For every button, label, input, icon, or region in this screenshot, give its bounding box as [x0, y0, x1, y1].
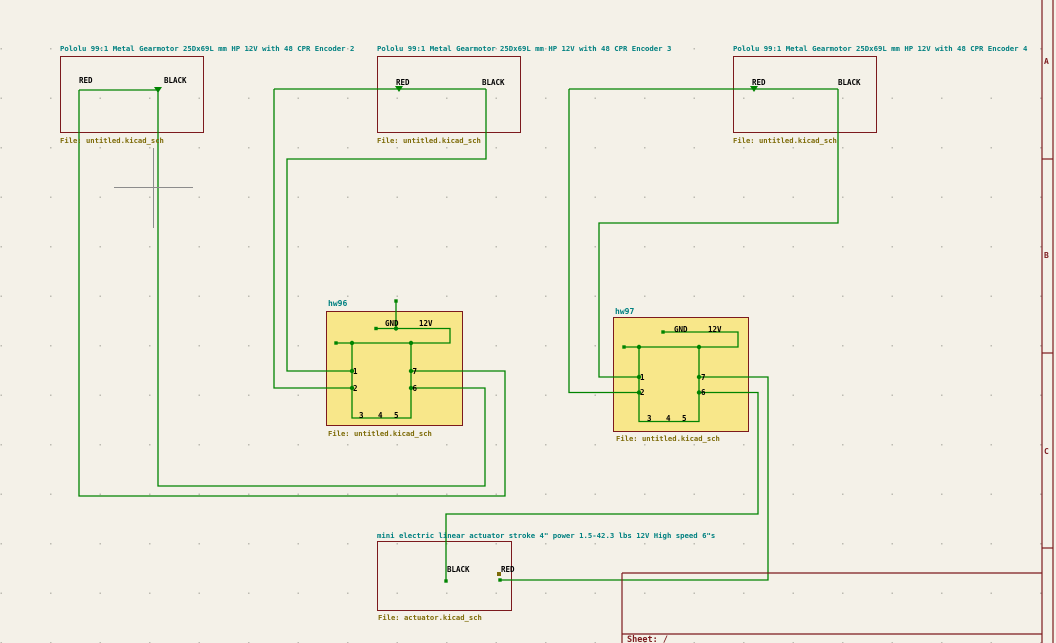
sheet-title[interactable]: Pololu 99:1 Metal Gearmotor 25Dx69L mm H…	[377, 44, 672, 53]
sheet-title[interactable]: Pololu 99:1 Metal Gearmotor 25Dx69L mm H…	[733, 44, 1028, 53]
net-label-gnd[interactable]: GND	[674, 325, 688, 334]
net-label-1[interactable]: 1	[640, 373, 645, 382]
wire-hw97-internal[interactable]	[624, 331, 739, 423]
net-label-1[interactable]: 1	[353, 367, 358, 376]
sheet-file-label[interactable]: File: untitled.kicad_sch	[328, 429, 432, 438]
sheet-name-hw96[interactable]: hw96	[328, 299, 348, 308]
actuator-red-pin-marker	[497, 572, 501, 576]
net-label-2[interactable]: 2	[640, 388, 645, 397]
net-label-5[interactable]: 5	[394, 411, 399, 420]
title-block	[621, 572, 1042, 643]
net-label-4[interactable]: 4	[666, 414, 671, 423]
sheet-encoder2-box[interactable]	[60, 56, 204, 133]
sheet-actuator-box[interactable]	[377, 541, 512, 611]
wire-hw97-p7-actuator-red[interactable]	[500, 376, 769, 581]
sheet-name-hw97[interactable]: hw97	[615, 307, 635, 316]
sheet-hw97-box[interactable]	[613, 317, 749, 432]
pin-label-black[interactable]: BLACK	[482, 78, 505, 87]
sheet-file-label[interactable]: File: untitled.kicad_sch	[733, 136, 837, 145]
crosshair-cursor	[114, 148, 193, 228]
sheet-pin-markers	[154, 86, 758, 93]
net-label-6[interactable]: 6	[701, 388, 706, 397]
frame-row-label-a: A	[1044, 57, 1049, 66]
net-label-12v[interactable]: 12V	[708, 325, 722, 334]
sheet-encoder3-box[interactable]	[377, 56, 521, 133]
wire-encoder4-black-hw97-p1[interactable]	[598, 89, 839, 378]
wire-encoder4-red-hw97-p2[interactable]	[568, 88, 838, 394]
sheet-file-label[interactable]: File: actuator.kicad_sch	[378, 613, 482, 622]
wire-encoder3-red-hw96-p2[interactable]	[273, 88, 486, 389]
sheet-file-label[interactable]: File: untitled.kicad_sch	[377, 136, 481, 145]
net-label-3[interactable]: 3	[647, 414, 652, 423]
pin-label-red[interactable]: RED	[501, 565, 515, 574]
net-label-6[interactable]: 6	[412, 384, 418, 393]
title-block-sheet-label: Sheet: /	[627, 635, 668, 643]
net-label-7[interactable]: 7	[701, 373, 706, 382]
wire-hw97-p6-actuator-black[interactable]	[445, 391, 759, 582]
net-label-7[interactable]: 7	[412, 367, 418, 376]
wire-encoder2-black-hw96-p6[interactable]	[157, 90, 486, 487]
pin-label-red[interactable]: RED	[396, 78, 410, 87]
pin-label-red[interactable]: RED	[752, 78, 766, 87]
sheet-encoder4-box[interactable]	[733, 56, 877, 133]
pin-label-black[interactable]: BLACK	[838, 78, 861, 87]
net-label-4[interactable]: 4	[378, 411, 383, 420]
sheet-title[interactable]: Pololu 99:1 Metal Gearmotor 25Dx69L mm H…	[60, 44, 355, 53]
wire-end-squares	[334, 299, 665, 583]
net-label-2[interactable]: 2	[353, 384, 358, 393]
sheet-file-label[interactable]: File: untitled.kicad_sch	[616, 434, 720, 443]
sheet-title[interactable]: mini electric linear actuator stroke 4" …	[377, 531, 716, 540]
frame-row-label-c: C	[1044, 447, 1049, 456]
wire-hw96-internal[interactable]	[336, 301, 451, 419]
pin-label-black[interactable]: BLACK	[447, 565, 470, 574]
frame-row-label-b: B	[1044, 251, 1049, 260]
net-label-gnd[interactable]: GND	[385, 319, 399, 328]
net-label-3[interactable]: 3	[359, 411, 364, 420]
net-label-12v[interactable]: 12V	[419, 319, 433, 328]
sheet-file-label[interactable]: File: untitled.kicad_sch	[60, 136, 164, 145]
pin-label-black[interactable]: BLACK	[164, 76, 187, 85]
junction-dots	[349, 326, 702, 395]
pin-label-red[interactable]: RED	[79, 76, 93, 85]
page-frame	[1041, 0, 1054, 643]
wire-encoder2-red-hw96-p7[interactable]	[78, 89, 506, 497]
net-label-5[interactable]: 5	[682, 414, 687, 423]
sheet-hw96-box[interactable]	[326, 311, 463, 426]
wire-encoder3-black-hw96-p1[interactable]	[286, 89, 487, 372]
